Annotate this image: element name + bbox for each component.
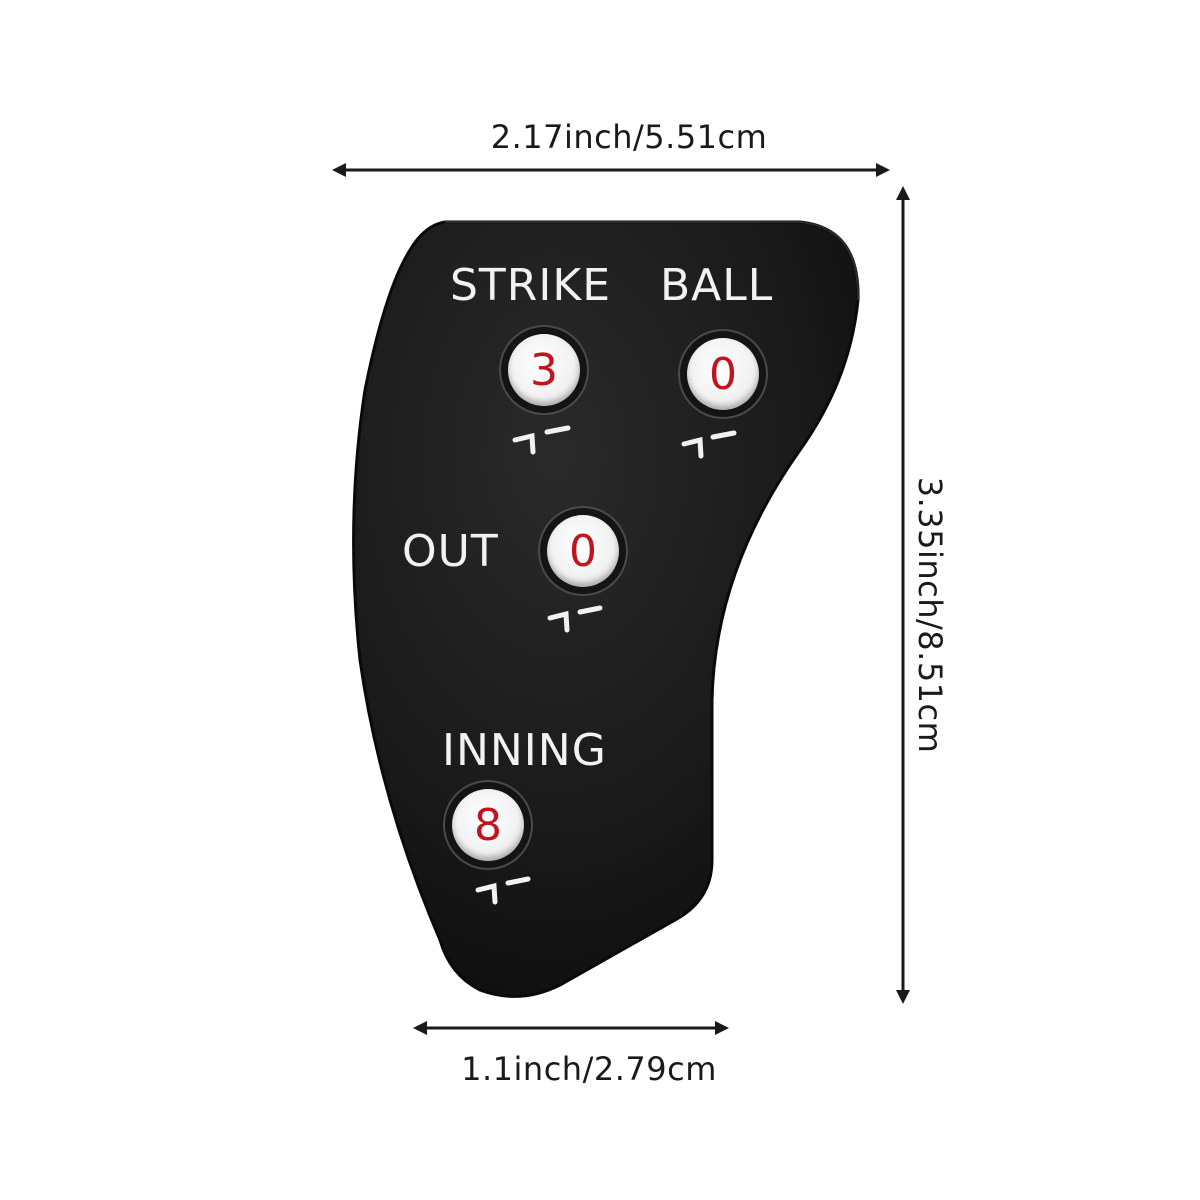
inning-counter-wheel[interactable]: 8 <box>452 789 524 861</box>
height-arrow <box>896 186 910 1004</box>
strike-label: STRIKE <box>450 260 612 311</box>
height-dimension-label: 3.35inch/8.51cm <box>911 476 949 754</box>
width-arrow <box>332 163 890 177</box>
ball-label: BALL <box>660 260 774 311</box>
out-label: OUT <box>402 526 499 577</box>
counter-body <box>352 220 860 998</box>
ball-counter-wheel[interactable]: 0 <box>687 338 759 410</box>
strike-tick-mark <box>512 425 571 455</box>
out-tick-mark <box>547 605 603 633</box>
out-counter-wheel[interactable]: 0 <box>547 515 619 587</box>
base-width-dimension-label: 1.1inch/2.79cm <box>461 1050 717 1088</box>
base-width-arrow <box>413 1021 729 1035</box>
width-dimension-label: 2.17inch/5.51cm <box>490 118 768 156</box>
inning-label: INNING <box>442 725 607 776</box>
strike-counter-wheel[interactable]: 3 <box>508 334 580 406</box>
inning-tick-mark <box>475 876 531 905</box>
ball-tick-mark <box>681 430 737 459</box>
